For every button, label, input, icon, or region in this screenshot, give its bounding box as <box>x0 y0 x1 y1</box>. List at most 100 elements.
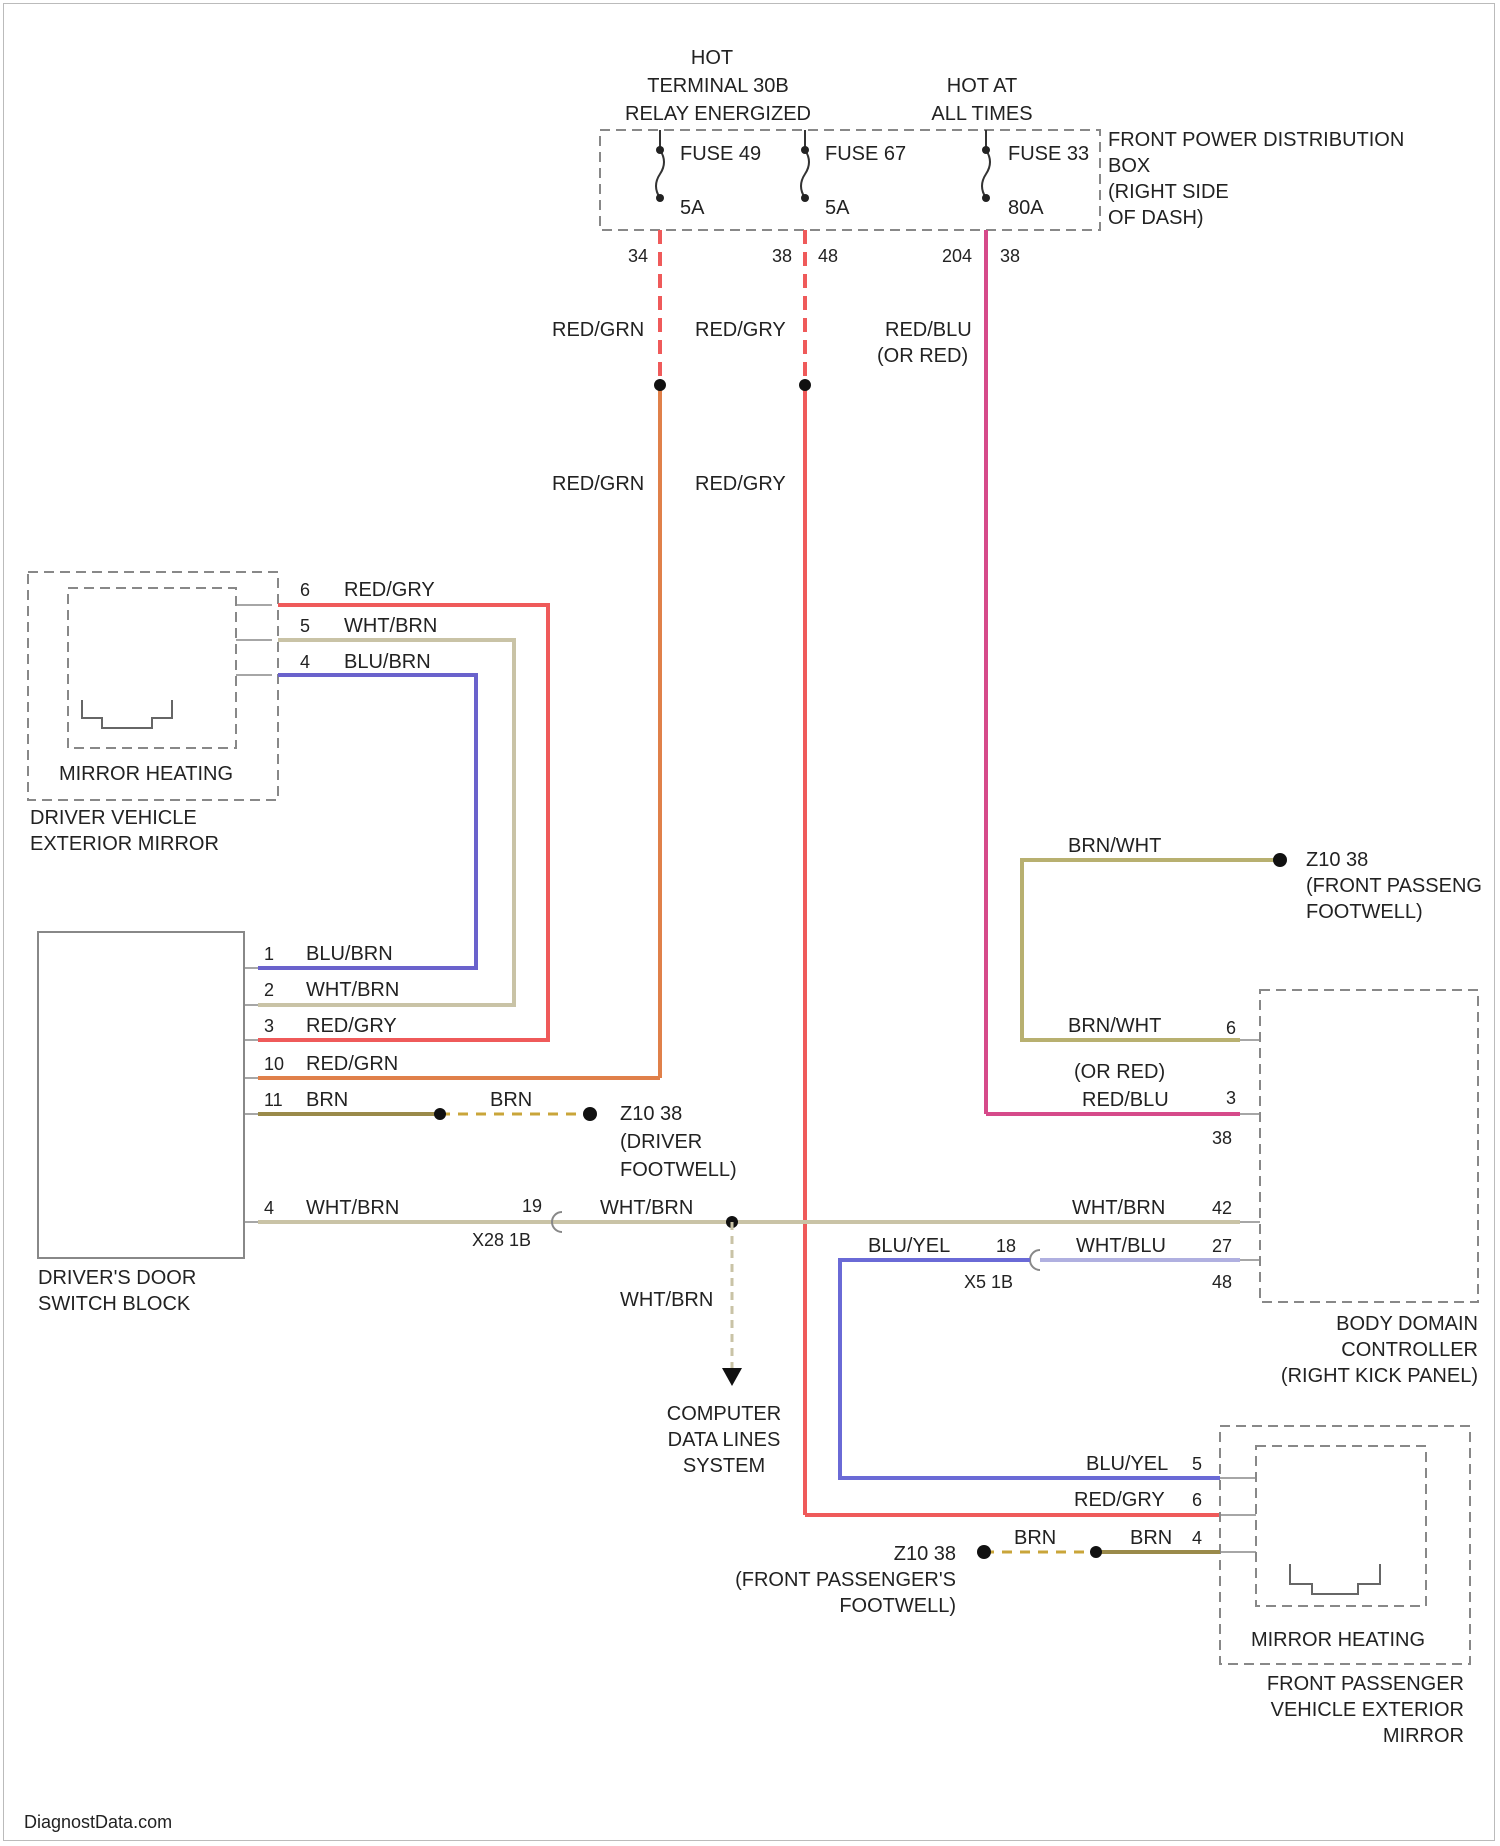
pass-mirror-heating-outline <box>1256 1446 1426 1606</box>
label-red-gry-2: RED/GRY <box>695 473 786 495</box>
fuse-49-rating: 5A <box>680 197 705 219</box>
fuse-49-pin: 34 <box>628 246 648 266</box>
wire-blu-brn-mirror <box>258 675 476 968</box>
driver-heating-element-icon <box>82 700 172 728</box>
data-lines-1: COMPUTER <box>667 1403 781 1425</box>
label-red-blu-2: RED/BLU <box>1082 1089 1169 1111</box>
sw-pin-2: 2 <box>264 980 274 1000</box>
label-wht-brn-sw: WHT/BRN <box>306 979 399 1001</box>
label-wht-brn-data-3: WHT/BRN <box>1072 1197 1165 1219</box>
hot-relay-line2: TERMINAL 30B <box>647 75 789 97</box>
label-wht-brn-dm: WHT/BRN <box>344 615 437 637</box>
ground-top-icon <box>1273 853 1287 867</box>
pass-ground-icon <box>977 1545 991 1559</box>
label-blu-yel-2: BLU/YEL <box>1086 1453 1168 1475</box>
pass-ground-2: (FRONT PASSENGER'S <box>735 1569 956 1591</box>
wire-brn-wht <box>1022 860 1280 1040</box>
driver-mirror-label-2: EXTERIOR MIRROR <box>30 833 219 855</box>
pass-mirror-heating-label: MIRROR HEATING <box>1251 1629 1425 1651</box>
hot-always-line2: ALL TIMES <box>931 103 1032 125</box>
pm-pin-4: 4 <box>1192 1528 1202 1548</box>
bdc-pins <box>1240 1040 1260 1260</box>
fuse-box-label-1: FRONT POWER DISTRIBUTION <box>1108 129 1404 151</box>
splice-pass-ground <box>1090 1546 1102 1558</box>
x-label-2: X5 1B <box>964 1272 1013 1292</box>
fuse-49-name: FUSE 49 <box>680 143 761 165</box>
hot-always-line1: HOT AT <box>947 75 1017 97</box>
dm-pin-4: 4 <box>300 652 310 672</box>
switch-block-label-1: DRIVER'S DOOR <box>38 1267 196 1289</box>
data-lines-3: SYSTEM <box>683 1455 765 1477</box>
driver-ground-3: FOOTWELL) <box>620 1159 737 1181</box>
bdc-pin-38: 38 <box>1212 1128 1232 1148</box>
pm-pin-5: 5 <box>1192 1454 1202 1474</box>
x-label-1: X28 1B <box>472 1230 531 1250</box>
label-brn-driver-2: BRN <box>490 1089 532 1111</box>
pass-mirror-label-3: MIRROR <box>1383 1725 1464 1747</box>
splice-driver-ground <box>434 1108 446 1120</box>
wire-red-gry-top <box>799 230 811 1515</box>
fuse-box-label-3: (RIGHT SIDE <box>1108 181 1229 203</box>
driver-mirror-heating-label: MIRROR HEATING <box>59 763 233 785</box>
sw-pin-4: 4 <box>264 1198 274 1218</box>
fuse-67-pin: 38 <box>772 246 792 266</box>
pass-heating-element-icon <box>1290 1564 1380 1594</box>
fuse-49: FUSE 49 5A 34 <box>628 130 761 266</box>
label-blu-brn-sw: BLU/BRN <box>306 943 393 965</box>
x-pin-19: 19 <box>522 1196 542 1216</box>
switch-block-pins <box>244 968 258 1222</box>
switch-block-label-2: SWITCH BLOCK <box>38 1293 191 1315</box>
driver-ground-icon <box>583 1107 597 1121</box>
fuse-33-name: FUSE 33 <box>1008 143 1089 165</box>
fuse-67-rating: 5A <box>825 197 850 219</box>
fuse-67-name: FUSE 67 <box>825 143 906 165</box>
switch-block-box <box>38 932 244 1258</box>
sw-pin-1: 1 <box>264 944 274 964</box>
fuse-33-pin2: 38 <box>1000 246 1020 266</box>
label-red-gry-dm: RED/GRY <box>344 579 435 601</box>
bdc-label-3: (RIGHT KICK PANEL) <box>1281 1365 1478 1387</box>
bdc-outline <box>1260 990 1478 1302</box>
fuse-33: FUSE 33 80A 204 38 <box>942 130 1089 266</box>
label-red-grn-1: RED/GRN <box>552 319 644 341</box>
bdc-pin-3: 3 <box>1226 1088 1236 1108</box>
fuse-67: FUSE 67 5A 38 48 <box>772 130 906 266</box>
hot-relay-line1: HOT <box>691 47 733 69</box>
pass-mirror-label-1: FRONT PASSENGER <box>1267 1673 1464 1695</box>
driver-ground-2: (DRIVER <box>620 1131 702 1153</box>
label-red-gry-pm: RED/GRY <box>1074 1489 1165 1511</box>
hot-relay-line3: RELAY ENERGIZED <box>625 103 811 125</box>
label-brn-wht-2: BRN/WHT <box>1068 1015 1161 1037</box>
label-red-grn-2: RED/GRN <box>552 473 644 495</box>
fuse-box-label-4: OF DASH) <box>1108 207 1204 229</box>
label-wht-brn-data-1: WHT/BRN <box>306 1197 399 1219</box>
label-wht-brn-data-2: WHT/BRN <box>600 1197 693 1219</box>
bdc-pin-42: 42 <box>1212 1198 1232 1218</box>
fuse-33-pin: 204 <box>942 246 972 266</box>
dm-pin-6: 6 <box>300 580 310 600</box>
x-pin-18: 18 <box>996 1236 1016 1256</box>
pass-ground-3: FOOTWELL) <box>839 1595 956 1617</box>
sw-pin-11: 11 <box>264 1090 283 1110</box>
wire-red-grn-top <box>654 230 666 1078</box>
arrow-down-icon <box>722 1368 742 1386</box>
ground-top-3: FOOTWELL) <box>1306 901 1423 923</box>
label-or-red-1: (OR RED) <box>877 345 968 367</box>
label-red-gry-1: RED/GRY <box>695 319 786 341</box>
label-red-grn-sw: RED/GRN <box>306 1053 398 1075</box>
fuse-box-label-2: BOX <box>1108 155 1150 177</box>
pass-ground-1: Z10 38 <box>894 1543 956 1565</box>
label-blu-brn-dm: BLU/BRN <box>344 651 431 673</box>
data-lines-2: DATA LINES <box>668 1429 781 1451</box>
bdc-pin-27: 27 <box>1212 1236 1232 1256</box>
label-brn-wht-1: BRN/WHT <box>1068 835 1161 857</box>
dm-pin-5: 5 <box>300 616 310 636</box>
label-or-red-2: (OR RED) <box>1074 1061 1165 1083</box>
label-brn-pass-1: BRN <box>1014 1527 1056 1549</box>
label-blu-yel-1: BLU/YEL <box>868 1235 950 1257</box>
driver-mirror-label-1: DRIVER VEHICLE <box>30 807 197 829</box>
label-brn-sw: BRN <box>306 1089 348 1111</box>
label-red-gry-sw: RED/GRY <box>306 1015 397 1037</box>
label-brn-pass-2: BRN <box>1130 1527 1172 1549</box>
